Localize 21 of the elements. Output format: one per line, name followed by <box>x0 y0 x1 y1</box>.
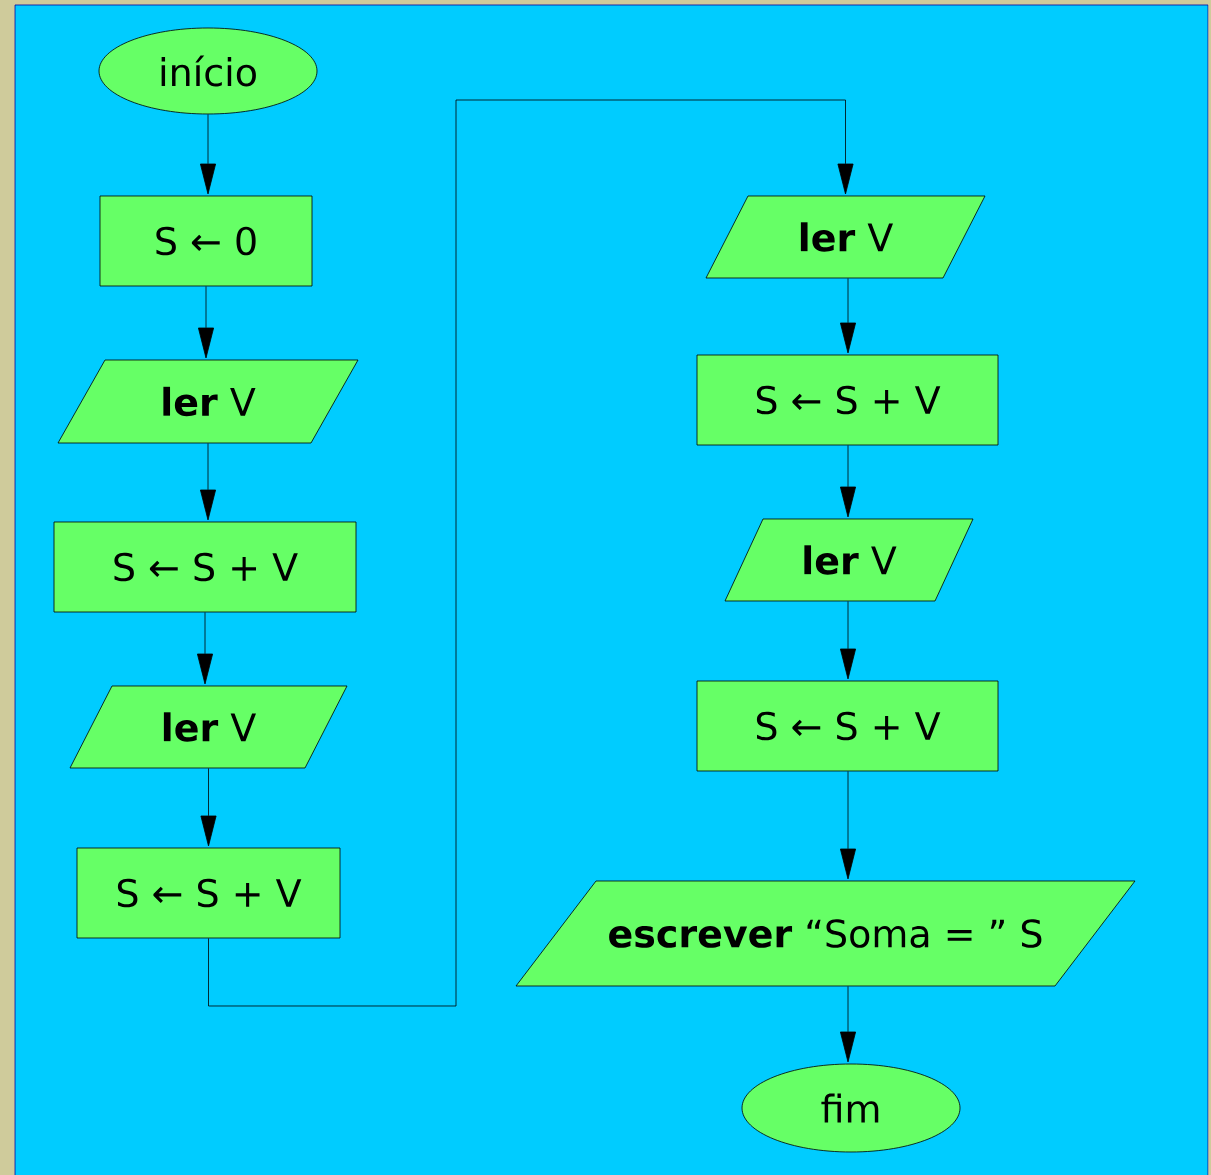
process-box: S ← S + V <box>696 354 999 446</box>
arrow <box>197 612 213 685</box>
arrow <box>840 601 856 680</box>
input-output-parallelogram: ler V <box>69 685 348 769</box>
arrow <box>840 278 856 354</box>
arrow <box>200 114 216 195</box>
process-box: S ← 0 <box>99 195 313 287</box>
input-output-parallelogram: ler V <box>57 359 359 444</box>
arrow <box>840 771 856 880</box>
process-box: S ← S + V <box>53 521 357 613</box>
input-output-parallelogram: ler V <box>705 195 986 279</box>
input-output-parallelogram: escrever “Soma = ” S <box>515 880 1136 987</box>
arrow <box>198 286 214 359</box>
process-box: S ← S + V <box>696 680 999 772</box>
arrow <box>200 768 217 847</box>
input-output-parallelogram: ler V <box>724 518 974 602</box>
arrow <box>840 986 856 1063</box>
arrow <box>200 443 216 521</box>
process-box: S ← S + V <box>76 847 341 939</box>
arrow <box>208 99 854 1007</box>
arrow <box>840 445 856 518</box>
